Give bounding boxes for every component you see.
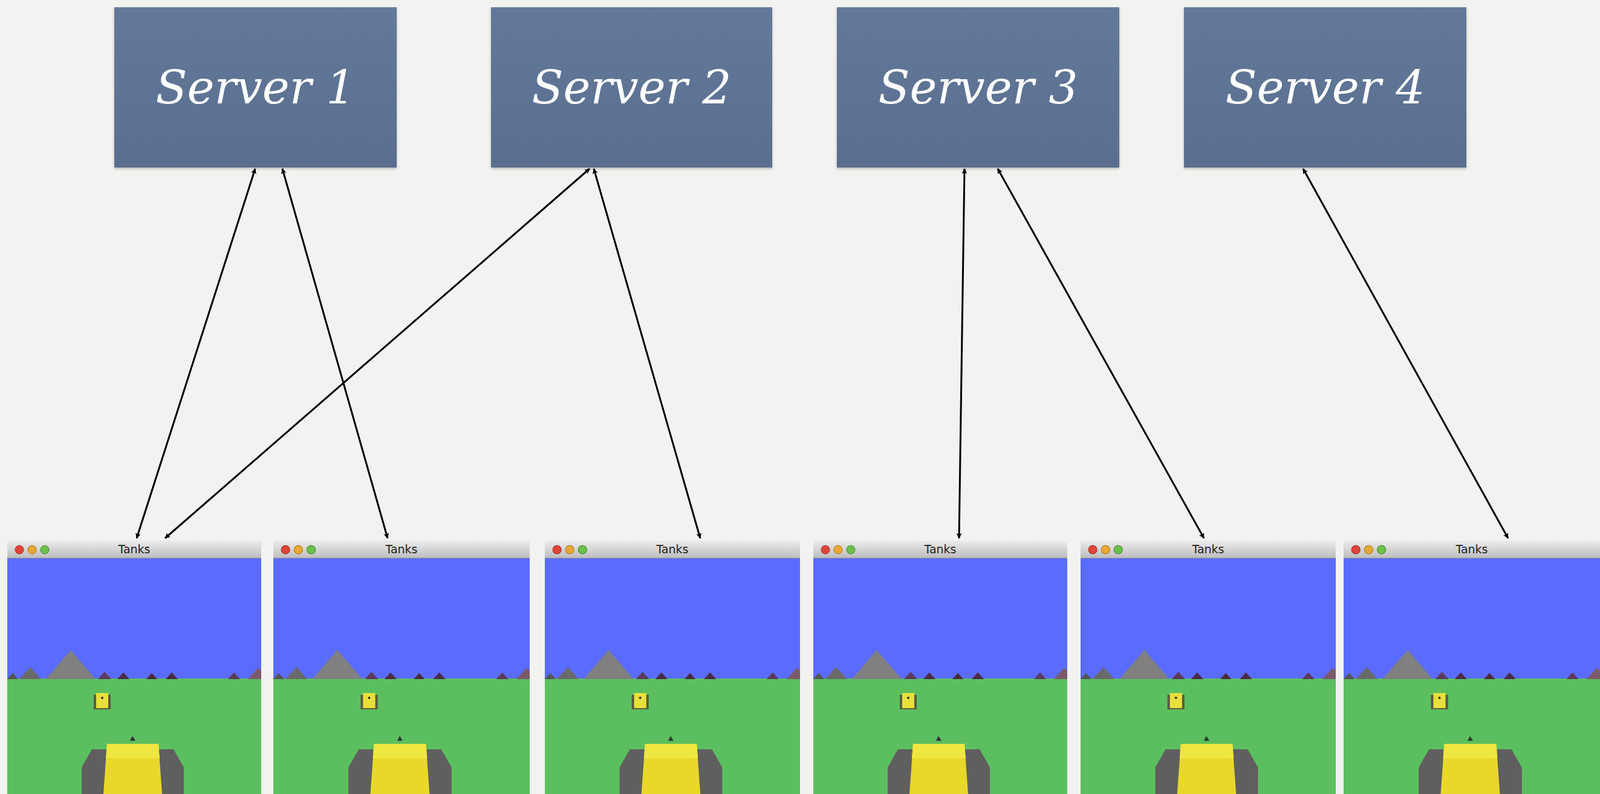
server-label: Server 4 xyxy=(1225,60,1425,115)
window-title: Tanks xyxy=(7,540,262,559)
game-window: Tanks xyxy=(273,540,530,794)
connection-arrow xyxy=(282,168,388,539)
server-box: Server 3 xyxy=(836,7,1120,168)
server-box: Server 1 xyxy=(114,7,397,168)
game-window: Tanks xyxy=(813,540,1068,794)
game-screenshot xyxy=(1343,540,1600,794)
game-window: Tanks xyxy=(1343,540,1600,794)
connection-arrow xyxy=(997,168,1204,539)
connection-arrow xyxy=(959,168,965,539)
game-screenshot xyxy=(1080,540,1336,794)
game-window: Tanks xyxy=(544,540,800,794)
connection-arrow xyxy=(593,168,701,539)
game-screenshot xyxy=(813,540,1068,794)
server-label: Server 3 xyxy=(878,60,1078,115)
game-screenshot xyxy=(273,540,530,794)
window-title: Tanks xyxy=(273,540,530,559)
window-title: Tanks xyxy=(813,540,1068,559)
game-window: Tanks xyxy=(7,540,262,794)
connection-arrow xyxy=(1303,168,1509,539)
server-label: Server 1 xyxy=(155,60,355,115)
game-screenshot xyxy=(7,540,262,794)
game-screenshot xyxy=(544,540,800,794)
connection-arrow xyxy=(165,168,590,539)
game-window: Tanks xyxy=(1080,540,1336,794)
server-box: Server 2 xyxy=(491,7,773,168)
server-label: Server 2 xyxy=(531,60,732,115)
window-title: Tanks xyxy=(544,540,800,559)
window-title: Tanks xyxy=(1343,540,1600,559)
server-box: Server 4 xyxy=(1183,7,1467,168)
connection-arrow xyxy=(136,168,256,539)
window-title: Tanks xyxy=(1080,540,1336,559)
